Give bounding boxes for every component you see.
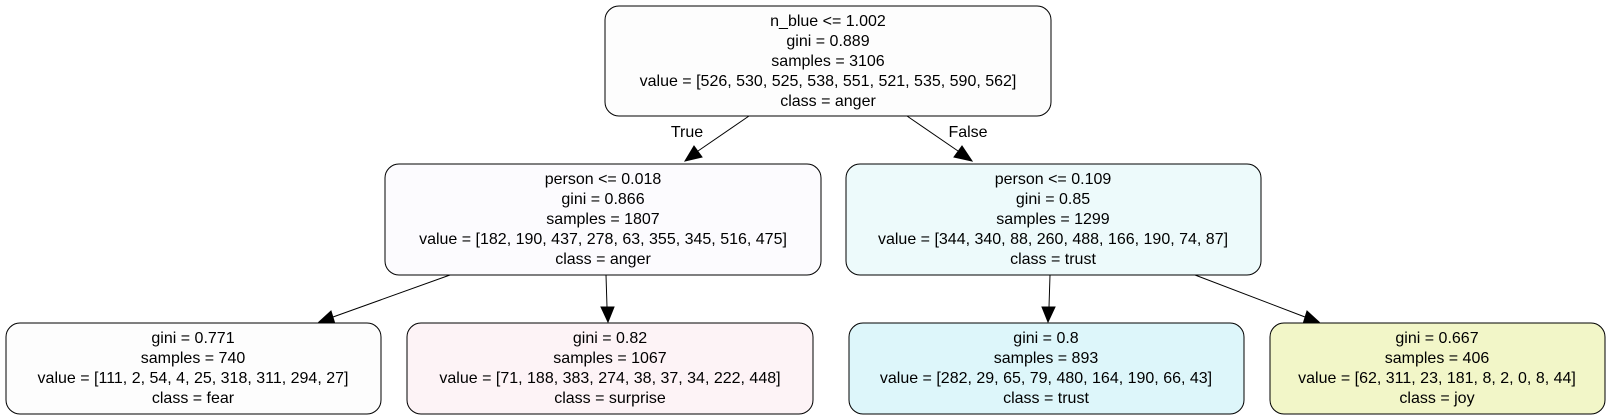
arrowhead [1302,310,1321,325]
node-box [845,163,1262,276]
node-class: class = trust [1003,390,1089,407]
node-value: value = [182, 190, 437, 278, 63, 355, 34… [419,231,787,248]
node-class: class = trust [1010,251,1096,268]
node-samples: samples = 1299 [996,211,1110,228]
node-split-condition: person <= 0.018 [545,171,662,188]
edge-label-true: True [671,124,703,141]
node-class: class = anger [780,93,876,110]
node-value: value = [71, 188, 383, 274, 38, 37, 34, … [439,370,780,387]
node-gini: gini = 0.866 [561,191,644,208]
node-box [604,5,1052,117]
edge-left-to-leaf-surprise [600,274,615,324]
node-box [406,322,814,415]
node-box [384,163,822,276]
node-gini: gini = 0.889 [786,33,869,50]
node-box [5,322,382,415]
edge-right-to-leaf-joy [1194,274,1321,325]
node-samples: samples = 1067 [553,350,667,367]
edge-left-to-leaf-fear [317,274,451,325]
node-value: value = [526, 530, 525, 538, 551, 521, 5… [640,73,1017,90]
node-value: value = [62, 311, 23, 181, 8, 2, 0, 8, 4… [1298,370,1576,387]
node-split-condition: person <= 0.109 [995,171,1112,188]
node-box [848,322,1245,415]
node-gini: gini = 0.667 [1395,330,1478,347]
edge-right-to-leaf-trust [1041,274,1056,324]
node-samples: samples = 406 [1385,350,1490,367]
arrowhead [600,306,615,324]
arrowhead [683,145,703,162]
edge-label-false: False [948,124,987,141]
node-box [1269,322,1606,415]
node-samples: samples = 3106 [771,53,885,70]
tree-leaf-fear: gini = 0.771 samples = 740 value = [111,… [5,322,382,415]
arrowhead [1041,306,1056,324]
node-gini: gini = 0.771 [151,330,234,347]
tree-leaf-joy: gini = 0.667 samples = 406 value = [62, … [1269,322,1606,415]
tree-node-right: person <= 0.109 gini = 0.85 samples = 12… [845,163,1262,276]
node-value: value = [111, 2, 54, 4, 25, 318, 311, 29… [38,370,349,387]
node-class: class = fear [152,390,235,407]
node-samples: samples = 1807 [546,211,660,228]
node-gini: gini = 0.82 [573,330,647,347]
node-samples: samples = 893 [994,350,1099,367]
node-value: value = [282, 29, 65, 79, 480, 164, 190,… [880,370,1212,387]
edge-root-to-right [906,115,974,162]
node-class: class = joy [1399,390,1474,407]
node-gini: gini = 0.8 [1013,330,1078,347]
node-split-condition: n_blue <= 1.002 [770,13,886,30]
node-samples: samples = 740 [141,350,246,367]
tree-leaf-trust: gini = 0.8 samples = 893 value = [282, 2… [848,322,1245,415]
tree-leaf-surprise: gini = 0.82 samples = 1067 value = [71, … [406,322,814,415]
node-class: class = anger [555,251,651,268]
arrowhead [317,310,336,325]
tree-node-left: person <= 0.018 gini = 0.866 samples = 1… [384,163,822,276]
node-value: value = [344, 340, 88, 260, 488, 166, 19… [878,231,1228,248]
node-gini: gini = 0.85 [1016,191,1090,208]
node-class: class = surprise [554,390,666,407]
edge-root-to-left [683,115,750,162]
arrowhead [953,145,974,162]
tree-node-root: n_blue <= 1.002 gini = 0.889 samples = 3… [604,5,1052,117]
